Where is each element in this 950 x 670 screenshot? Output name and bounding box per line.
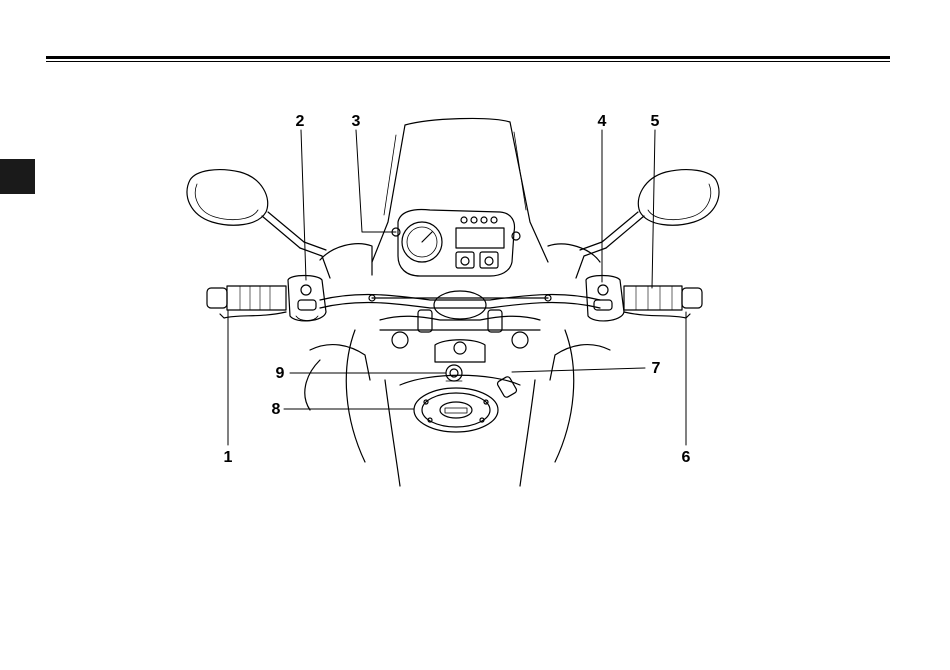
brake-lever	[624, 312, 690, 318]
main-switch-key	[446, 365, 462, 381]
callout-3: 3	[352, 113, 361, 130]
left-mirror	[187, 170, 330, 278]
callout-2: 2	[296, 113, 305, 130]
callout-6: 6	[682, 449, 691, 466]
right-handlebar-throttle-grip	[624, 286, 702, 310]
callout-4: 4	[598, 113, 607, 130]
left-handlebar-switch	[288, 276, 326, 321]
fairing-body	[305, 244, 610, 486]
callout-5: 5	[651, 113, 660, 130]
steering-head	[380, 291, 540, 362]
callout-9: 9	[276, 365, 285, 382]
callout-7: 7	[652, 360, 661, 377]
leader-2	[301, 130, 306, 280]
callout-1: 1	[224, 449, 233, 466]
callout-8: 8	[272, 401, 281, 418]
left-handlebar-grip	[207, 286, 286, 310]
leader-3	[356, 130, 396, 232]
handlebar	[320, 295, 600, 308]
clutch-lever	[220, 312, 286, 318]
instrument-cluster	[392, 210, 520, 277]
leader-5	[652, 130, 655, 288]
lcd-display	[456, 228, 504, 248]
callout-leaders	[228, 130, 686, 445]
leader-7	[512, 368, 645, 372]
fuel-tank-cap	[414, 388, 498, 432]
right-mirror	[576, 170, 719, 278]
